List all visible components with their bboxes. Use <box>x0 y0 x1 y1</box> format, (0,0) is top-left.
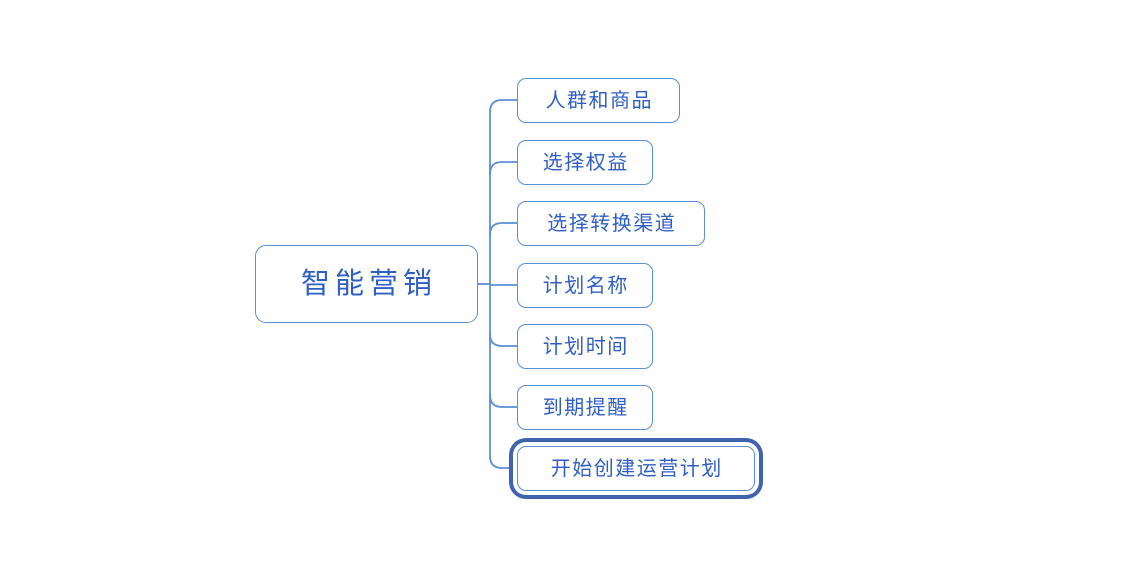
child-node[interactable]: 计划名称 <box>517 263 653 308</box>
child-node[interactable]: 选择权益 <box>517 140 653 185</box>
child-node-label: 计划时间 <box>542 335 629 358</box>
child-node-label: 计划名称 <box>542 274 629 297</box>
child-node[interactable]: 人群和商品 <box>517 78 680 123</box>
child-node-label: 选择转换渠道 <box>547 212 677 235</box>
root-node-label: 智能营销 <box>300 267 437 300</box>
child-node[interactable]: 选择转换渠道 <box>517 201 705 246</box>
child-node-label: 开始创建运营计划 <box>550 457 723 480</box>
root-node-smart-marketing[interactable]: 智能营销 <box>255 245 478 323</box>
child-node[interactable]: 到期提醒 <box>517 385 653 430</box>
child-node-selected[interactable]: 开始创建运营计划 <box>517 446 755 491</box>
child-node-label: 人群和商品 <box>545 89 653 112</box>
child-node[interactable]: 计划时间 <box>517 324 653 369</box>
child-node-label: 到期提醒 <box>542 396 629 419</box>
child-node-label: 选择权益 <box>542 151 629 174</box>
